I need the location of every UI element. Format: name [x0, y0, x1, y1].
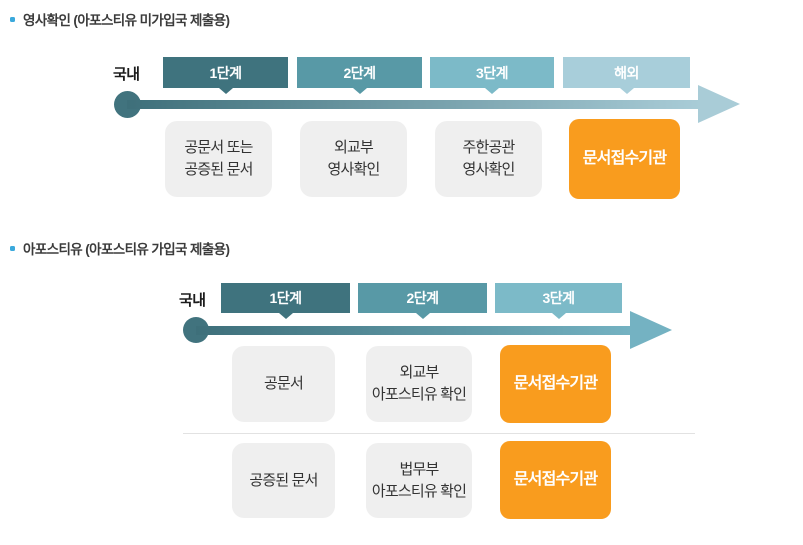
section2-title: 아포스티유 (아포스티유 가입국 제출용) [23, 242, 230, 257]
section1-step-overseas: 해외 [563, 57, 690, 94]
section1-step-2: 2단계 [297, 57, 422, 94]
section2-row1-card-receiving-org: 문서접수기관 [500, 345, 611, 423]
section2-row1-card-official-doc: 공문서 [232, 346, 335, 422]
section1-timeline-arrow [127, 100, 700, 109]
bullet-icon [10, 246, 15, 251]
section2-step-3: 3단계 [495, 283, 622, 319]
section2-row1-card-mofa-apostille: 외교부 아포스티유 확인 [366, 346, 472, 422]
section2-row2-card-receiving-org: 문서접수기관 [500, 441, 611, 519]
section2-region-label: 국내 [179, 292, 206, 309]
section2-row2-card-notarized-doc: 공증된 문서 [232, 443, 335, 518]
section2-timeline-arrow [196, 326, 632, 335]
section1-card-receiving-org: 문서접수기관 [569, 119, 680, 199]
section2-row2-card-moj-apostille: 법무부 아포스티유 확인 [366, 443, 472, 518]
section1-card-mission-consular: 주한공관 영사확인 [435, 121, 542, 197]
section1-step-1: 1단계 [163, 57, 288, 94]
section1-arrowhead-icon [698, 85, 740, 123]
row-divider [183, 433, 695, 434]
section2-step-2: 2단계 [358, 283, 487, 319]
section1-title: 영사확인 (아포스티유 미가입국 제출용) [23, 13, 230, 28]
section1-title-row: 영사확인 (아포스티유 미가입국 제출용) [10, 9, 230, 29]
section1-region-label: 국내 [113, 66, 140, 83]
bullet-icon [10, 17, 15, 22]
section2-step-1: 1단계 [221, 283, 350, 319]
section2-title-row: 아포스티유 (아포스티유 가입국 제출용) [10, 238, 230, 258]
section1-card-mofa-consular: 외교부 영사확인 [300, 121, 407, 197]
section2-arrowhead-icon [630, 311, 672, 349]
section1-card-official-or-notarized: 공문서 또는 공증된 문서 [165, 121, 272, 197]
section1-step-3: 3단계 [430, 57, 554, 94]
